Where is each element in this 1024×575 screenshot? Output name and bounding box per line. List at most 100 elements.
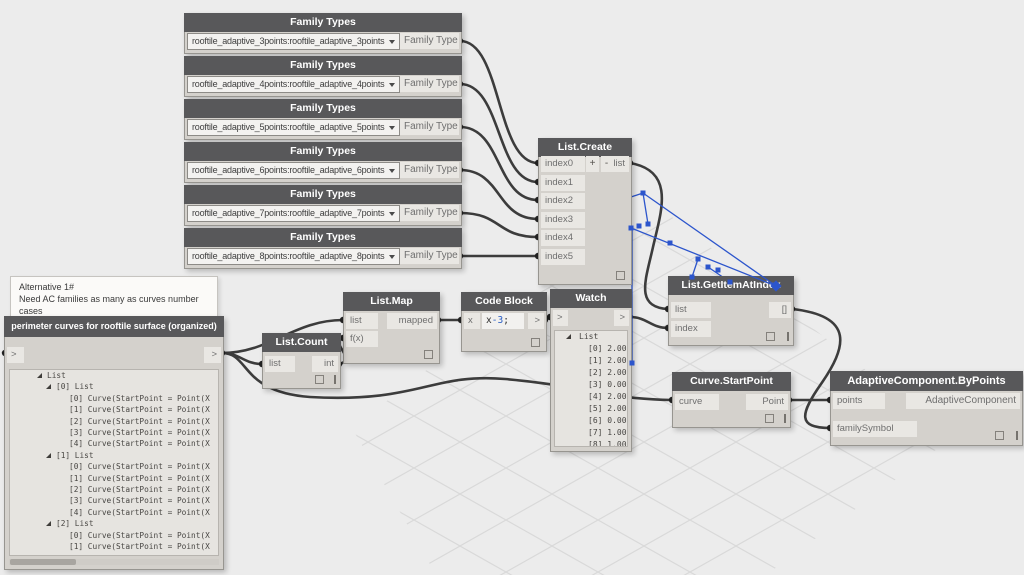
family-type-dropdown[interactable]: rooftile_adaptive_7points:rooftile_adapt… xyxy=(187,205,400,222)
input-port[interactable]: > xyxy=(7,347,24,363)
input-port-index5[interactable]: index5 xyxy=(541,249,585,265)
node-watch[interactable]: Watch > > List [0] 2.000 [1] 2.000 [2] 2… xyxy=(550,289,632,452)
dropdown-caret-icon xyxy=(389,212,395,216)
node-header[interactable]: Family Types xyxy=(184,56,462,75)
output-port-point[interactable]: Point xyxy=(746,394,788,410)
family-type-dropdown[interactable]: rooftile_adaptive_8points:rooftile_adapt… xyxy=(187,248,400,265)
input-port-index1[interactable]: index1 xyxy=(541,175,585,191)
preview-checkbox[interactable] xyxy=(765,414,774,423)
lacing-indicator[interactable] xyxy=(787,332,789,341)
node-header[interactable]: Code Block xyxy=(461,292,547,311)
node-header[interactable]: perimeter curves for rooftile surface (o… xyxy=(4,316,224,337)
lacing-indicator[interactable] xyxy=(334,375,336,384)
node-family-types-3points[interactable]: Family Types rooftile_adaptive_3points:r… xyxy=(184,13,462,54)
input-port-curve[interactable]: curve xyxy=(675,394,719,410)
wire xyxy=(459,168,539,221)
output-port-family-type[interactable]: Family Type xyxy=(400,162,459,178)
preview-checkbox[interactable] xyxy=(424,350,433,359)
input-port-list[interactable]: list xyxy=(265,356,295,372)
output-port-mapped[interactable]: mapped xyxy=(387,313,437,329)
note-alternative[interactable]: Alternative 1# Need AC families as many … xyxy=(10,276,218,322)
tree-row: [0] Curve(StartPoint = Point(X xyxy=(69,462,210,472)
output-port-list[interactable]: list xyxy=(608,156,629,172)
node-header[interactable]: Family Types xyxy=(184,228,462,247)
input-port-list[interactable]: list xyxy=(671,302,711,318)
node-header[interactable]: Watch xyxy=(550,289,632,308)
input-port-points[interactable]: points xyxy=(833,393,885,409)
output-port[interactable]: > xyxy=(528,313,544,329)
horizontal-scrollbar[interactable] xyxy=(9,559,219,565)
output-port[interactable]: > xyxy=(614,310,629,326)
node-header[interactable]: Family Types xyxy=(184,99,462,118)
family-type-dropdown[interactable]: rooftile_adaptive_4points:rooftile_adapt… xyxy=(187,76,400,93)
node-adaptivecomponent-bypoints[interactable]: AdaptiveComponent.ByPoints points family… xyxy=(830,371,1023,446)
input-port-x[interactable]: x xyxy=(464,313,480,329)
preview-checkbox[interactable] xyxy=(531,338,540,347)
node-list-create[interactable]: List.Create index0 index1 index2 index3 … xyxy=(538,138,632,285)
node-list-map[interactable]: List.Map list f(x) mapped xyxy=(343,292,440,364)
wire xyxy=(459,82,539,184)
output-port-family-type[interactable]: Family Type xyxy=(400,248,459,264)
watch-tree-panel[interactable]: List [0] List [0] Curve(StartPoint = Poi… xyxy=(9,369,219,556)
preview-checkbox[interactable] xyxy=(766,332,775,341)
input-port-index3[interactable]: index3 xyxy=(541,212,585,228)
output-port-family-type[interactable]: Family Type xyxy=(400,119,459,135)
expand-triangle-icon[interactable] xyxy=(46,521,51,527)
node-family-types-8points[interactable]: Family Types rooftile_adaptive_8points:r… xyxy=(184,228,462,269)
node-header[interactable]: List.Create xyxy=(538,138,632,157)
family-type-dropdown[interactable]: rooftile_adaptive_6points:rooftile_adapt… xyxy=(187,162,400,179)
node-code-block[interactable]: Code Block x x-3; > xyxy=(461,292,547,352)
node-perimeter-curves-watch[interactable]: perimeter curves for rooftile surface (o… xyxy=(4,316,224,570)
output-port[interactable]: [] xyxy=(769,302,791,318)
preview-checkbox[interactable] xyxy=(995,431,1004,440)
node-list-count[interactable]: List.Count list int xyxy=(262,333,341,389)
output-port-family-type[interactable]: Family Type xyxy=(400,76,459,92)
scrollbar-thumb[interactable] xyxy=(10,559,76,565)
family-type-dropdown[interactable]: rooftile_adaptive_5points:rooftile_adapt… xyxy=(187,119,400,136)
node-header[interactable]: List.GetItemAtIndex xyxy=(668,276,794,295)
expand-triangle-icon[interactable] xyxy=(37,373,42,378)
node-header[interactable]: List.Map xyxy=(343,292,440,311)
node-curve-startpoint[interactable]: Curve.StartPoint curve Point xyxy=(672,372,791,428)
expand-triangle-icon[interactable] xyxy=(566,334,571,339)
node-family-types-7points[interactable]: Family Types rooftile_adaptive_7points:r… xyxy=(184,185,462,226)
output-port-family-type[interactable]: Family Type xyxy=(400,205,459,221)
node-family-types-5points[interactable]: Family Types rooftile_adaptive_5points:r… xyxy=(184,99,462,140)
input-port-index0[interactable]: index0 xyxy=(541,156,585,172)
input-port-fx[interactable]: f(x) xyxy=(346,331,378,347)
node-header[interactable]: Curve.StartPoint xyxy=(672,372,791,391)
node-header[interactable]: Family Types xyxy=(184,142,462,161)
add-input-button[interactable]: + xyxy=(586,156,599,172)
input-port-index4[interactable]: index4 xyxy=(541,230,585,246)
node-family-types-6points[interactable]: Family Types rooftile_adaptive_6points:r… xyxy=(184,142,462,183)
input-port[interactable]: > xyxy=(553,310,568,326)
watch-value-panel[interactable]: List [0] 2.000 [1] 2.000 [2] 2.000 [3] 0… xyxy=(554,330,628,447)
node-header[interactable]: List.Count xyxy=(262,333,341,352)
output-port[interactable]: > xyxy=(204,347,221,363)
wires[interactable] xyxy=(221,39,842,430)
input-port-list[interactable]: list xyxy=(346,313,378,329)
output-port-family-type[interactable]: Family Type xyxy=(400,33,459,49)
code-editor[interactable]: x-3; xyxy=(482,313,524,329)
input-port-index2[interactable]: index2 xyxy=(541,193,585,209)
lacing-indicator[interactable] xyxy=(784,414,786,423)
preview-checkbox[interactable] xyxy=(616,271,625,280)
expand-triangle-icon[interactable] xyxy=(46,384,51,390)
lacing-indicator[interactable] xyxy=(1016,431,1018,440)
dropdown-value: rooftile_adaptive_3points:rooftile_adapt… xyxy=(192,36,385,46)
node-family-types-4points[interactable]: Family Types rooftile_adaptive_4points:r… xyxy=(184,56,462,97)
output-port-adaptivecomponent[interactable]: AdaptiveComponent xyxy=(906,393,1020,409)
node-list-getitematindex[interactable]: List.GetItemAtIndex list index [] xyxy=(668,276,794,346)
input-port-familysymbol[interactable]: familySymbol xyxy=(833,421,917,437)
node-header[interactable]: Family Types xyxy=(184,185,462,204)
node-header[interactable]: AdaptiveComponent.ByPoints xyxy=(830,371,1023,391)
watch-row: [8] 1.000 xyxy=(588,440,628,447)
preview-checkbox[interactable] xyxy=(315,375,324,384)
family-type-dropdown[interactable]: rooftile_adaptive_3points:rooftile_adapt… xyxy=(187,33,400,50)
remove-input-button[interactable]: - xyxy=(601,156,612,172)
node-header[interactable]: Family Types xyxy=(184,13,462,32)
output-port-int[interactable]: int xyxy=(312,356,338,372)
expand-triangle-icon[interactable] xyxy=(46,452,51,458)
input-port-index[interactable]: index xyxy=(671,321,711,337)
